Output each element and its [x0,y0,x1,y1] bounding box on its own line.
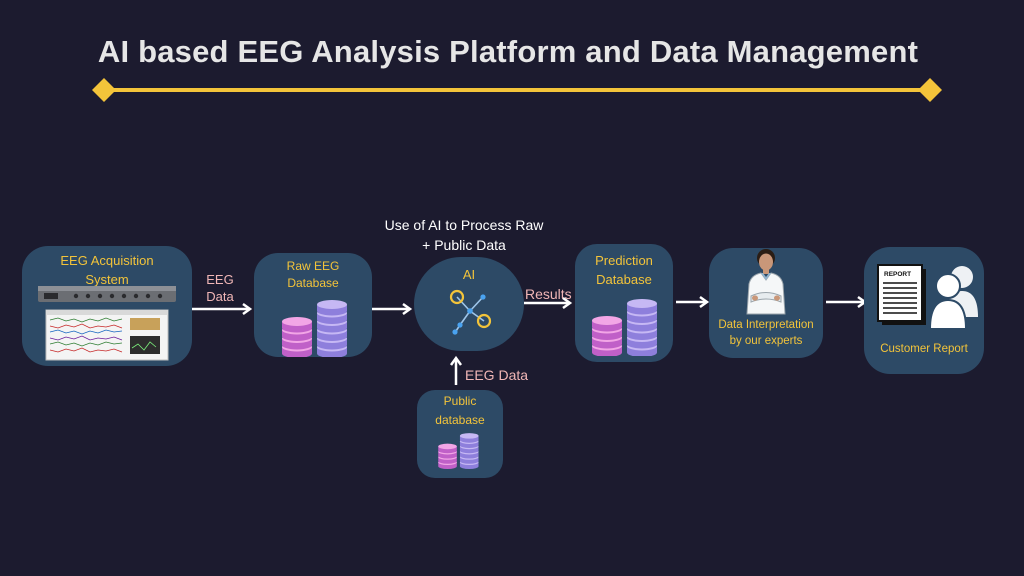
label-line-1: Public [443,394,477,408]
node-ai: AI [414,257,524,351]
node-data-interpretation-label: Data Interpretation by our experts [709,318,823,349]
database-stack-icon [438,433,479,470]
node-public-database-label: Public database [417,392,503,430]
node-raw-eeg-database-label: Raw EEG Database [254,258,372,293]
arrow-ai-to-prediction [524,296,573,310]
node-ai-label: AI [462,267,476,282]
page-title: AI based EEG Analysis Platform and Data … [97,34,919,69]
label-line-2: System [85,271,129,287]
title-underline [92,78,942,102]
edge-label-line-2: Data [206,288,234,304]
node-data-interpretation: Data Interpretation by our experts [709,248,823,358]
database-stack-icon [282,300,347,357]
ai-caption-line-1: Use of AI to Process Raw [384,217,544,233]
database-disk [317,300,347,316]
database-disk [438,443,457,454]
report-doc-text: REPORT [884,271,911,278]
edge-label-line-1: EEG [206,272,234,287]
ai-caption: Use of AI to Process Raw + Public Data [366,215,562,256]
database-disk [592,316,622,332]
node-prediction-database-label: Prediction Database [575,252,673,290]
database-disk [282,317,312,333]
doctor-icon [746,249,786,315]
label-line-1: EEG Acquisition [60,253,154,268]
arrow-public-to-ai [449,355,463,385]
label-line-2: Database [287,276,339,291]
label-line-2: by our experts [729,334,803,347]
node-prediction-database: Prediction Database [575,244,673,362]
arrow-acq-to-raw [192,302,253,316]
neural-network-icon [449,289,492,335]
node-customer-report: REPORT Customer Report [864,247,984,374]
label-line-1: Prediction [595,253,653,268]
edge-label-results: Results [525,286,572,302]
node-public-database: Public database [417,390,503,478]
label-line-1: Raw EEG [286,259,340,273]
report-users-icon: REPORT [877,264,978,330]
node-eeg-acquisition-label: EEG Acquisition System [22,252,192,290]
database-disk [627,299,657,315]
label-line-2: database [435,413,485,428]
node-customer-report-label: Customer Report [880,343,968,355]
label-line-2: Database [596,271,652,287]
ai-caption-line-2: + Public Data [422,237,506,254]
arrow-raw-to-ai [372,302,413,316]
node-raw-eeg-database: Raw EEG Database [254,253,372,357]
eeg-device-icon [38,286,176,361]
database-disk [459,433,479,443]
node-eeg-acquisition: EEG Acquisition System [22,246,192,366]
arrow-prediction-to-interpretation [676,295,710,309]
label-line-1: Data Interpretation [718,319,814,331]
edge-label-eeg-data-2: EEG Data [465,367,529,383]
edge-label-eeg-data-1: EEG Data [196,272,244,306]
database-stack-icon [592,299,657,356]
